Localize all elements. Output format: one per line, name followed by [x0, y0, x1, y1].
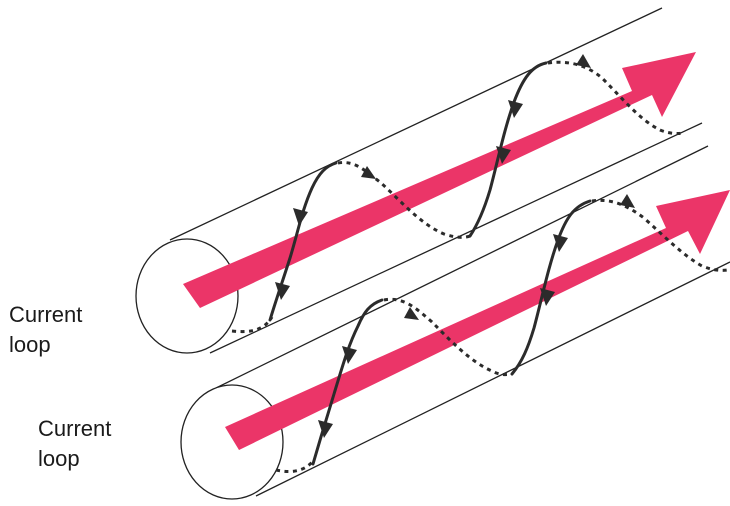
current-loop-label-bottom: Current loop: [38, 414, 111, 474]
tube-top-end-ellipse: [135, 238, 239, 354]
loop-top-arrowhead-2: [275, 282, 290, 300]
loop-bottom-arrowhead-3: [404, 307, 419, 320]
loop-top-front-2: [468, 61, 548, 238]
label-bottom-line1: Current: [38, 416, 112, 441]
flow-arrow-top: [183, 52, 696, 308]
loop-top-arrowhead-1: [293, 208, 308, 226]
loop-bottom-front-2: [510, 199, 592, 376]
loop-bottom-arrowhead-1: [342, 346, 357, 364]
current-loop-top: [231, 54, 685, 334]
current-loop-bottom: [275, 194, 729, 474]
loop-top-arrowhead-5: [508, 100, 523, 118]
tube-bottom-end-ellipse: [180, 384, 284, 500]
tube-bottom-lower-edge: [255, 261, 730, 497]
label-top-line1: Current: [9, 302, 83, 327]
flow-arrow-bottom: [225, 190, 730, 450]
loop-top-back-1: [337, 161, 471, 239]
loop-top-dash-1: [231, 316, 274, 334]
loop-top-arrowhead-4: [496, 146, 511, 164]
loop-bottom-arrowhead-2: [318, 420, 333, 438]
loop-bottom-arrowhead-4: [540, 288, 555, 306]
tube-bottom: [180, 145, 730, 500]
tube-bottom-upper-edge: [215, 145, 709, 389]
tube-top-upper-edge: [169, 7, 663, 241]
current-loop-label-top: Current loop: [9, 300, 82, 360]
label-top-line2: loop: [9, 332, 51, 357]
loop-bottom-arrowhead-6: [620, 194, 635, 208]
loop-bottom-back-1: [383, 297, 513, 377]
tube-top-lower-edge: [209, 122, 703, 354]
tube-top: [135, 7, 703, 354]
loop-bottom-arrowhead-5: [553, 234, 568, 252]
loop-top-arrowhead-6: [576, 54, 591, 68]
label-bottom-line2: loop: [38, 446, 80, 471]
loop-top-arrowhead-3: [361, 166, 376, 179]
